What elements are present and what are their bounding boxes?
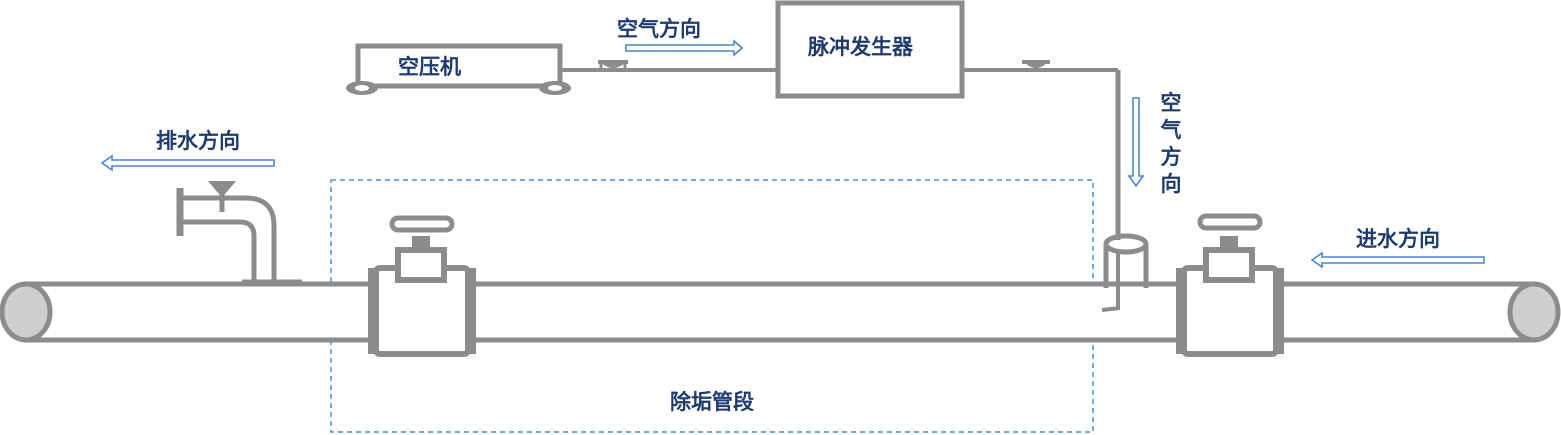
drain-direction-label: 排水方向 [156,129,240,153]
pipe-end-left-icon [0,281,53,343]
arrow-air-side-icon [1127,97,1145,188]
gate-valve-left-icon [368,215,476,357]
main-pipe [0,281,1561,343]
arrow-air-top-icon [625,39,744,57]
arrow-inlet-icon [1310,251,1485,269]
injection-collar-icon [1103,233,1149,288]
air-compressor-label: 空压机 [398,55,461,79]
descaling-section-label: 除垢管段 [670,390,754,414]
air-compressor-icon [346,43,571,95]
pulse-generator-label: 脉冲发生器 [808,35,913,59]
air-line-down [962,60,1121,312]
air-direction-side-label: 空气方向 [1160,91,1182,196]
pipe-end-right-icon [1507,281,1561,343]
arrow-drain-icon [100,154,275,172]
drain-tap-icon [176,181,302,285]
air-line-top [560,60,778,72]
inlet-direction-label: 进水方向 [1356,227,1440,251]
air-direction-top-label: 空气方向 [617,17,701,41]
pulse-generator-icon [775,0,965,99]
gate-valve-right-icon [1176,213,1284,357]
